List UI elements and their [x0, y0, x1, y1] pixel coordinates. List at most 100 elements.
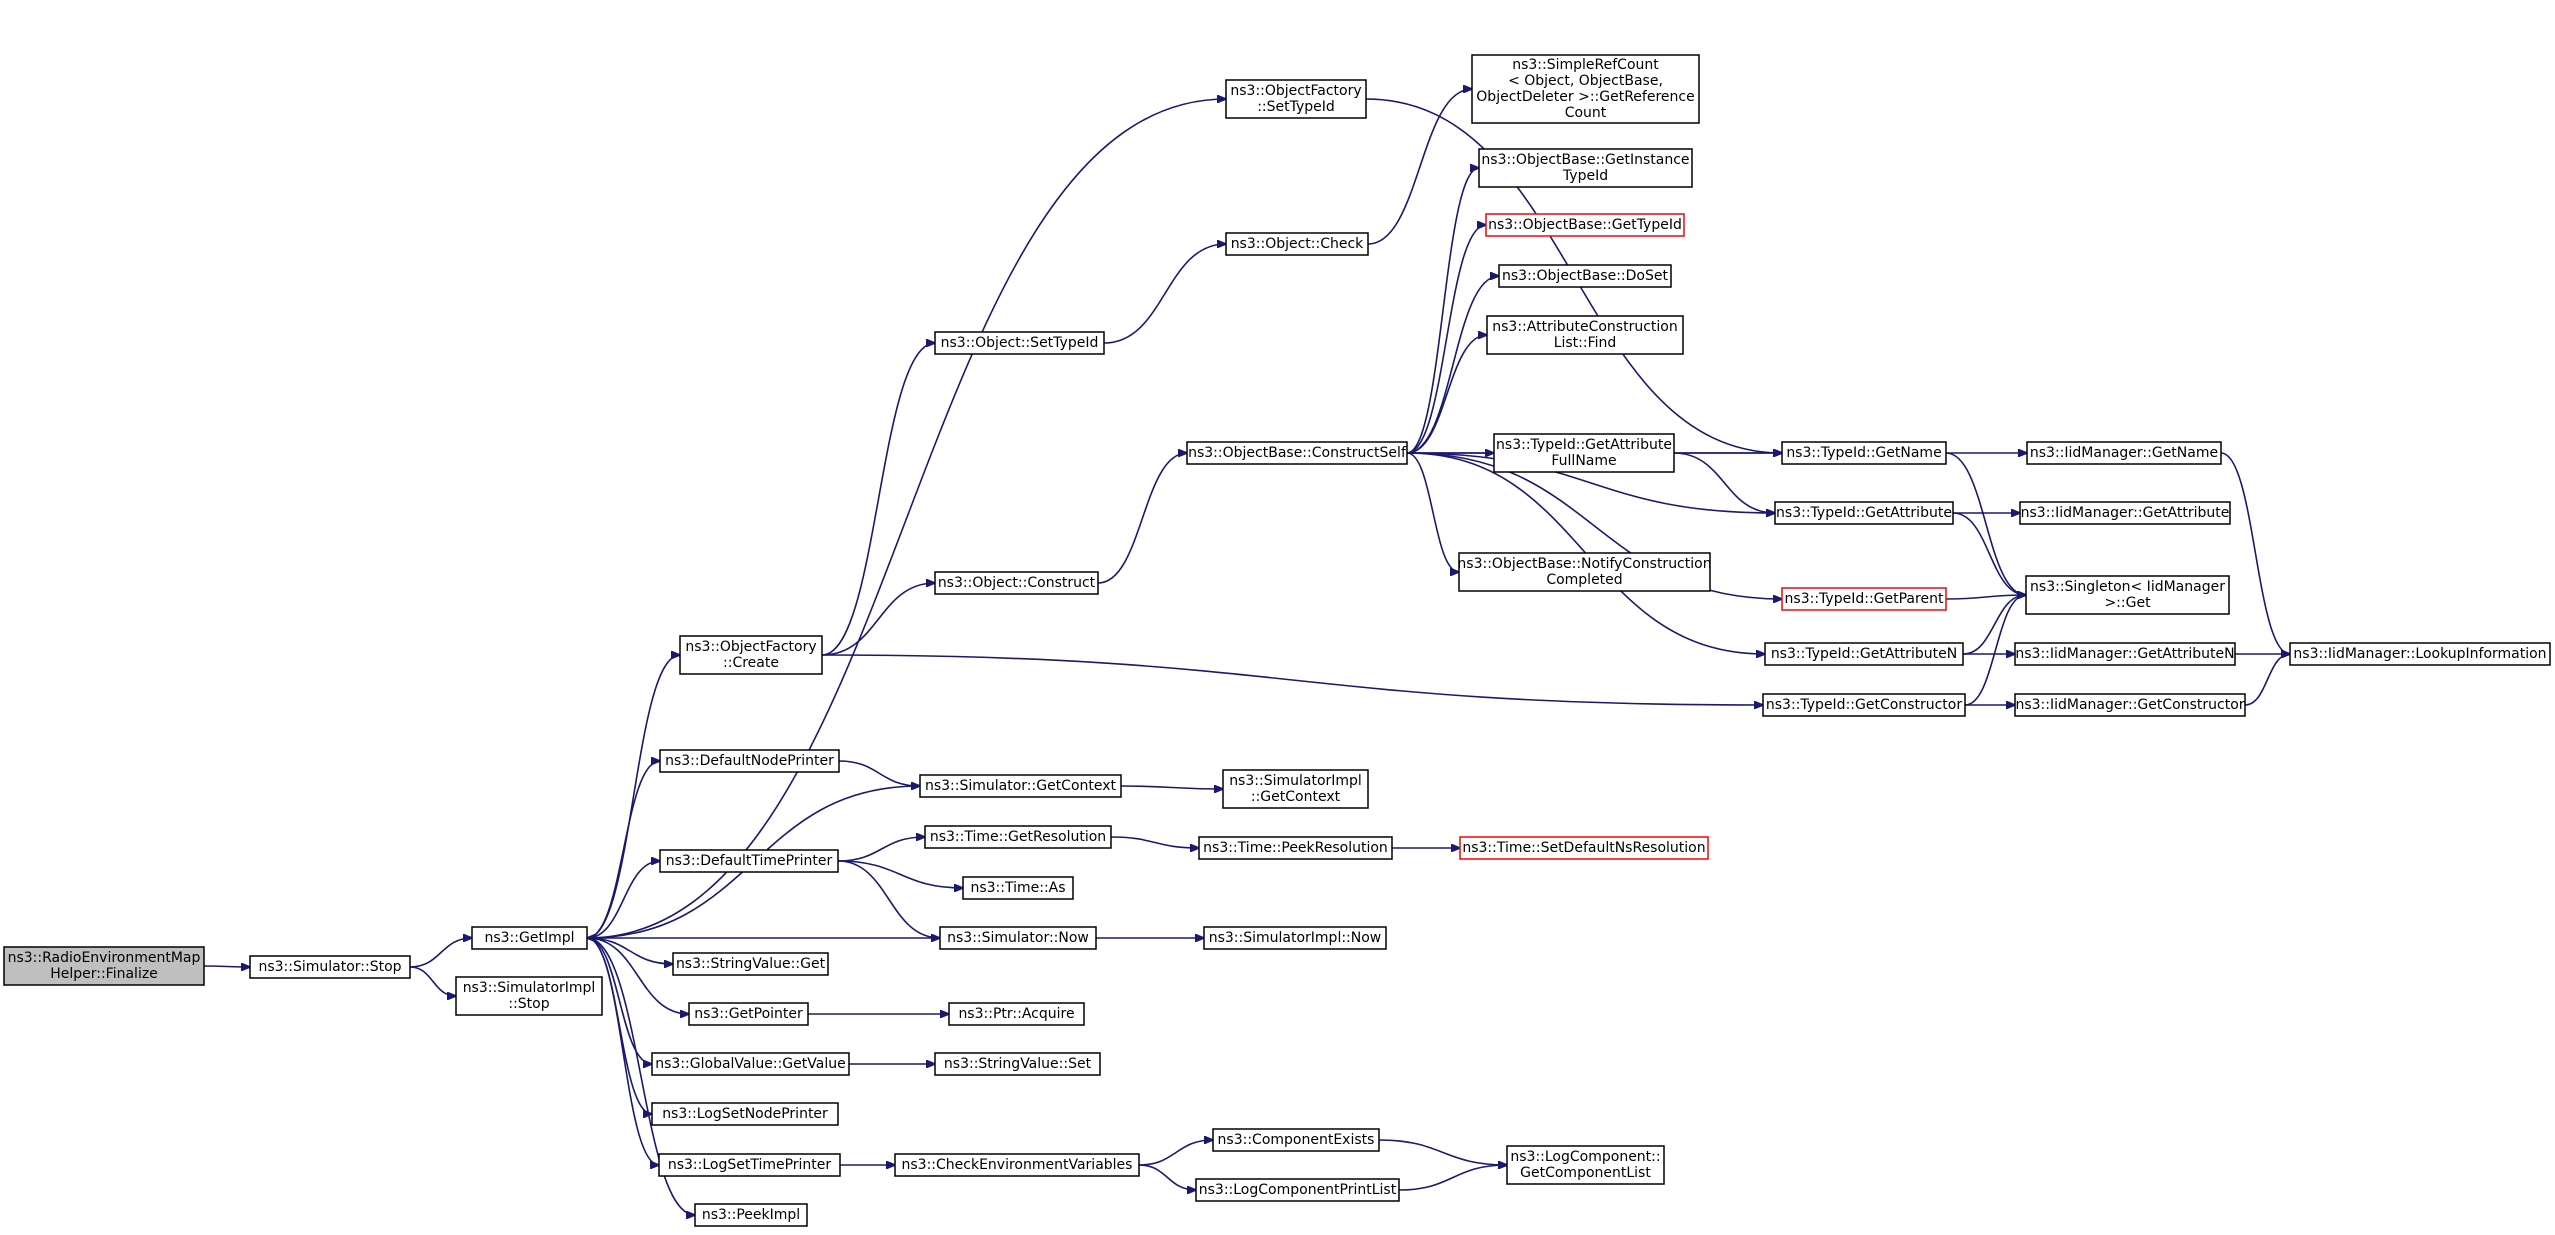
node-label: ns3::LogSetTimePrinter: [668, 1157, 832, 1173]
node-n42[interactable]: ns3::Time::SetDefaultNsResolution: [1459, 836, 1709, 860]
node-n5[interactable]: ns3::ObjectFactory::Create: [679, 635, 823, 675]
node-label: ::GetContext: [1251, 789, 1341, 805]
edge-n24-to-n39: [1406, 452, 1782, 599]
node-n16[interactable]: ns3::Simulator::GetContext: [919, 774, 1122, 798]
node-n14[interactable]: ns3::Object::SetTypeId: [934, 331, 1105, 355]
node-box: [249, 955, 411, 979]
node-box: [2014, 693, 2246, 717]
node-box: [924, 825, 1112, 849]
node-box: [1781, 587, 1947, 611]
node-label: ns3::LogComponent::: [1510, 1149, 1660, 1165]
node-n29[interactable]: ns3::LogComponentPrintList: [1195, 1178, 1400, 1202]
edge-n24-to-n37: [1406, 452, 1775, 513]
node-box: [471, 926, 588, 950]
node-label: TypeId: [1562, 168, 1608, 184]
node-n1[interactable]: ns3::Simulator::Stop: [249, 955, 411, 979]
node-n48[interactable]: ns3::IidManager::GetConstructor: [2014, 693, 2246, 717]
node-label: ns3::SimulatorImpl::Now: [1209, 930, 1382, 946]
node-n11[interactable]: ns3::LogSetNodePrinter: [651, 1102, 839, 1126]
node-n38[interactable]: ns3::ObjectBase::NotifyConstructionCompl…: [1457, 552, 1712, 592]
edge-n2-to-n5: [586, 655, 680, 939]
node-n45[interactable]: ns3::IidManager::GetAttribute: [2019, 501, 2231, 525]
node-box: [919, 774, 1122, 798]
edge-n24-to-n31: [1406, 168, 1479, 454]
node-label: ns3::Time::PeekResolution: [1203, 840, 1388, 856]
edge-n1-to-n2: [409, 938, 472, 968]
node-label: ns3::PeekImpl: [702, 1207, 800, 1223]
node-n9[interactable]: ns3::GetPointer: [688, 1002, 809, 1026]
node-n6[interactable]: ns3::DefaultNodePrinter: [659, 749, 840, 773]
node-n26[interactable]: ns3::Time::PeekResolution: [1198, 836, 1393, 860]
node-label: >::Get: [2104, 595, 2151, 611]
node-n21[interactable]: ns3::StringValue::Set: [934, 1052, 1101, 1076]
node-n22[interactable]: ns3::CheckEnvironmentVariables: [894, 1153, 1140, 1177]
node-n30[interactable]: ns3::SimpleRefCount< Object, ObjectBase,…: [1471, 54, 1700, 124]
node-n32[interactable]: ns3::ObjectBase::GetTypeId: [1485, 213, 1685, 237]
node-label: ns3::StringValue::Set: [944, 1056, 1092, 1072]
node-n2[interactable]: ns3::GetImpl: [471, 926, 588, 950]
edge-n7-to-n17: [837, 837, 925, 862]
node-n36[interactable]: ns3::TypeId::GetName: [1781, 441, 1947, 465]
node-n13[interactable]: ns3::PeekImpl: [694, 1203, 808, 1227]
node-box: [1222, 769, 1369, 809]
node-box: [939, 926, 1097, 950]
edge-n24-to-n38: [1406, 452, 1459, 572]
node-n17[interactable]: ns3::Time::GetResolution: [924, 825, 1112, 849]
edge-n39-to-n46: [1945, 595, 2026, 600]
node-label: ns3::Singleton< IidManager: [2030, 579, 2225, 595]
node-n28[interactable]: ns3::ComponentExists: [1212, 1128, 1380, 1152]
node-box: [934, 571, 1099, 595]
node-n41[interactable]: ns3::TypeId::GetConstructor: [1762, 693, 1966, 717]
node-n10[interactable]: ns3::GlobalValue::GetValue: [651, 1052, 850, 1076]
node-n12[interactable]: ns3::LogSetTimePrinter: [658, 1153, 841, 1177]
node-box: [934, 331, 1105, 355]
node-n7[interactable]: ns3::DefaultTimePrinter: [659, 849, 839, 873]
node-n20[interactable]: ns3::Ptr::Acquire: [948, 1002, 1085, 1026]
node-label: ns3::TypeId::GetAttribute: [1776, 505, 1952, 521]
node-n4[interactable]: ns3::ObjectFactory::SetTypeId: [1225, 79, 1367, 119]
node-n37[interactable]: ns3::TypeId::GetAttribute: [1774, 501, 1954, 525]
node-box: [1478, 148, 1693, 188]
node-n18[interactable]: ns3::Time::As: [962, 876, 1074, 900]
node-n15[interactable]: ns3::Object::Construct: [934, 571, 1099, 595]
edge-n36-to-n46: [1945, 452, 2026, 595]
edge-n23-to-n30: [1367, 89, 1472, 245]
node-n47[interactable]: ns3::IidManager::GetAttributeN: [2014, 642, 2236, 666]
node-n33[interactable]: ns3::ObjectBase::DoSet: [1498, 264, 1672, 288]
node-n40[interactable]: ns3::TypeId::GetAttributeN: [1764, 642, 1964, 666]
node-label: ns3::GetImpl: [484, 930, 574, 946]
node-n3[interactable]: ns3::SimulatorImpl::Stop: [455, 976, 603, 1016]
node-n25[interactable]: ns3::SimulatorImpl::GetContext: [1222, 769, 1369, 809]
node-label: ns3::TypeId::GetAttribute: [1496, 437, 1672, 453]
node-label: ns3::ObjectBase::GetInstance: [1481, 152, 1689, 168]
node-label: ns3::LogComponentPrintList: [1199, 1182, 1397, 1198]
node-n39[interactable]: ns3::TypeId::GetParent: [1781, 587, 1947, 611]
edge-n2-to-n9: [586, 937, 689, 1014]
node-label: ns3::IidManager::LookupInformation: [2293, 646, 2546, 662]
node-label: ns3::DefaultTimePrinter: [666, 853, 833, 869]
node-label: ns3::ObjectFactory: [685, 639, 816, 655]
node-box: [1486, 315, 1684, 355]
edge-n28-to-n43: [1378, 1139, 1507, 1165]
node-n27[interactable]: ns3::SimulatorImpl::Now: [1203, 926, 1387, 950]
node-label: ns3::TypeId::GetName: [1786, 445, 1941, 461]
node-n24[interactable]: ns3::ObjectBase::ConstructSelf: [1186, 441, 1408, 465]
node-box: [3, 946, 205, 986]
edge-n2-to-n6: [586, 761, 660, 939]
node-n49[interactable]: ns3::IidManager::LookupInformation: [2289, 642, 2551, 666]
node-n46[interactable]: ns3::Singleton< IidManager >::Get: [2025, 575, 2230, 615]
node-n43[interactable]: ns3::LogComponent::GetComponentList: [1506, 1145, 1665, 1185]
edge-n0-to-n1: [203, 966, 250, 967]
node-n44[interactable]: ns3::IidManager::GetName: [2026, 441, 2222, 465]
node-box: [1506, 1145, 1665, 1185]
node-label: ns3::ObjectBase::ConstructSelf: [1188, 445, 1407, 461]
edge-n15-to-n24: [1097, 453, 1187, 584]
node-n23[interactable]: ns3::Object::Check: [1225, 232, 1369, 256]
node-n8[interactable]: ns3::StringValue::Get: [672, 952, 829, 976]
node-box: [679, 635, 823, 675]
node-n19[interactable]: ns3::Simulator::Now: [939, 926, 1097, 950]
